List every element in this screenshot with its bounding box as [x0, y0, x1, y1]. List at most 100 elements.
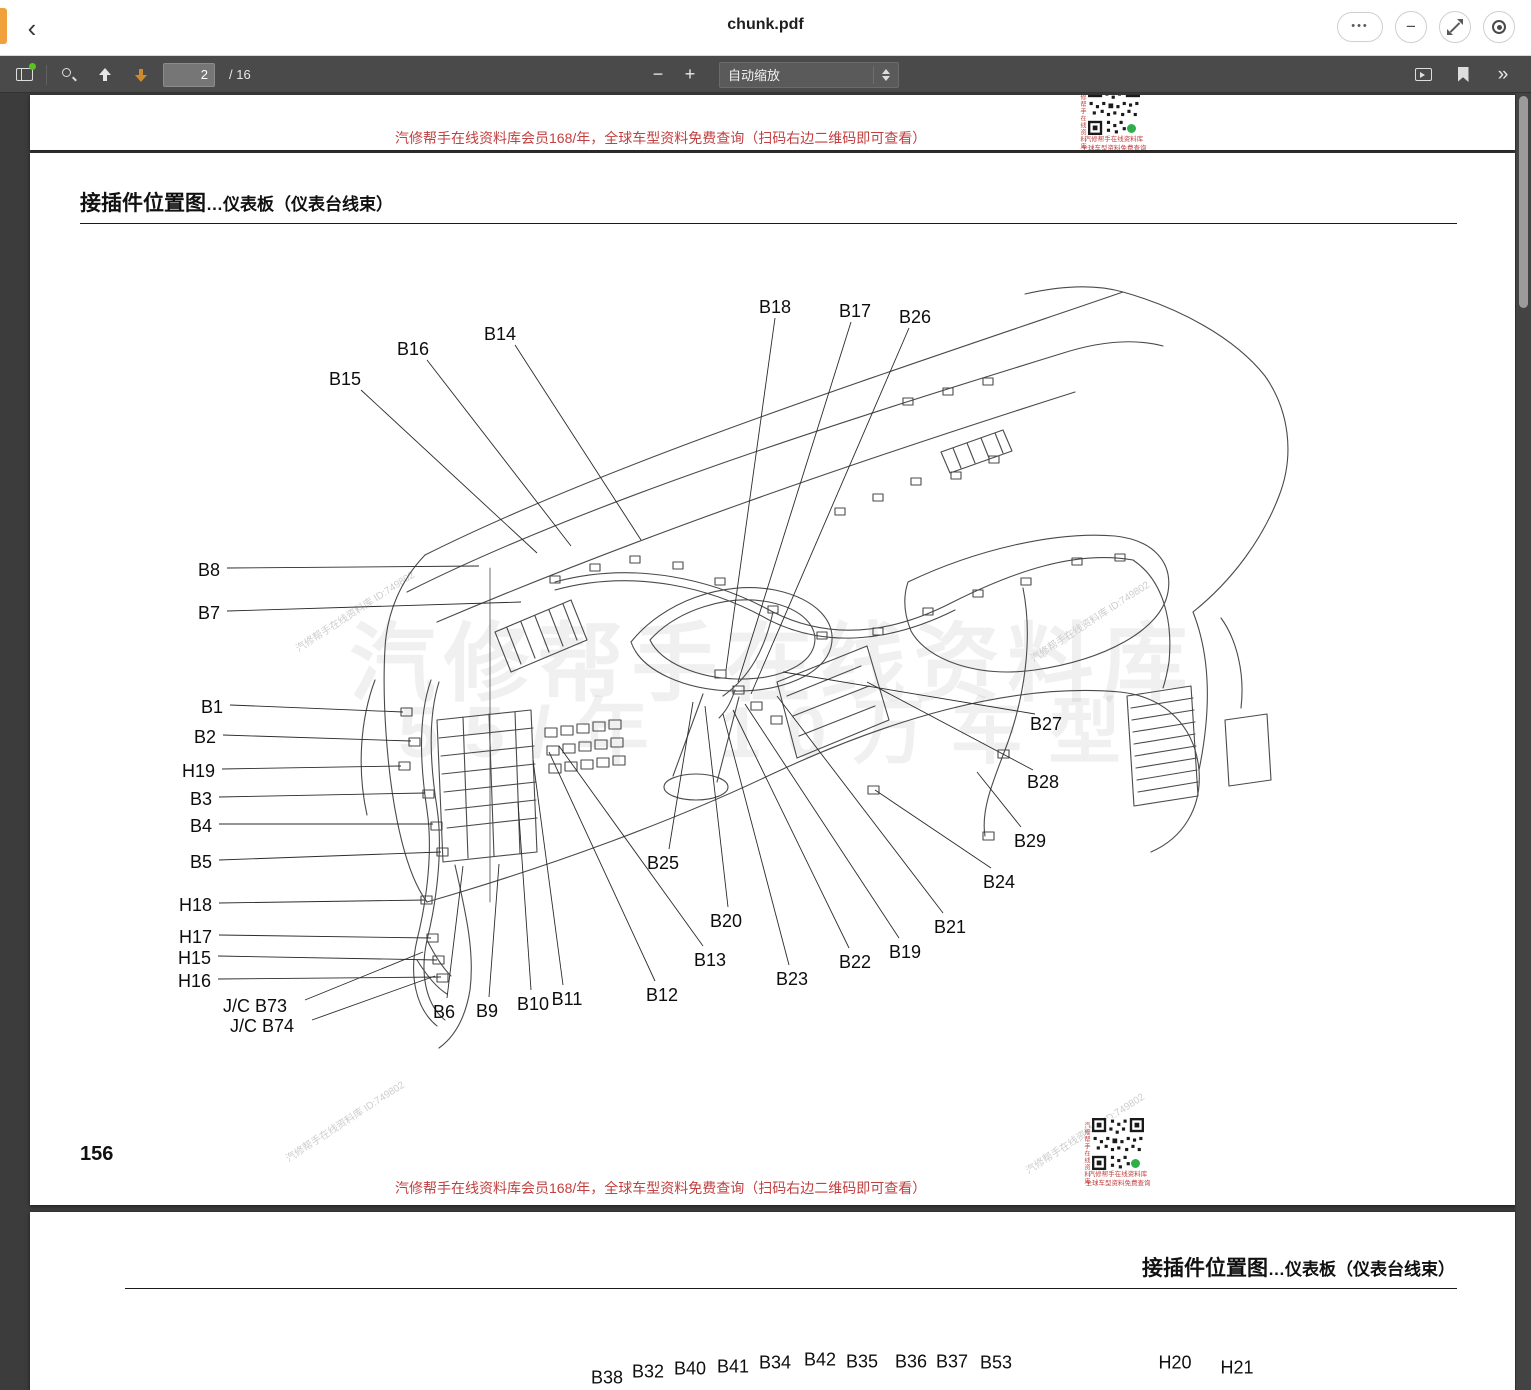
find-button[interactable] — [55, 61, 83, 89]
connector-label: B6 — [433, 1002, 455, 1022]
qr-side-text: 汽修帮手在线资料库 — [1083, 1122, 1089, 1185]
section-title-main: 接插件位置图 — [1142, 1257, 1268, 1280]
connector-label: J/C B74 — [230, 1016, 294, 1036]
watermark-small: 汽修帮手在线资料库 ID:749802 — [284, 1079, 407, 1165]
qr-side-text: 汽修帮手在线资料库 — [1079, 95, 1085, 150]
leader-line — [976, 771, 1022, 828]
leader-line — [517, 801, 532, 991]
connector-label: B35 — [845, 1351, 879, 1372]
leader-line — [866, 681, 1034, 771]
back-button[interactable]: ‹ — [16, 12, 48, 44]
connector-label: B26 — [899, 307, 931, 327]
connector-label: B23 — [776, 969, 808, 989]
connector-label: B53 — [979, 1352, 1013, 1373]
leader-line — [226, 601, 522, 612]
connector-label: B40 — [673, 1358, 707, 1379]
more-options-button[interactable]: ••• — [1337, 12, 1383, 42]
leader-line — [744, 703, 900, 939]
connector-label: B22 — [839, 952, 871, 972]
tab-accent-mark — [0, 8, 7, 44]
next-page-button[interactable] — [127, 61, 155, 89]
section-title-main: 接插件位置图 — [80, 192, 206, 215]
zoom-level-value: 自动缩放 — [728, 68, 781, 83]
connector-label: B4 — [190, 816, 212, 836]
leader-line — [776, 695, 944, 914]
zoom-in-button[interactable]: + — [677, 61, 703, 89]
leader-line — [360, 389, 538, 554]
connector-label: J/C B73 — [223, 996, 287, 1016]
presentation-icon — [1414, 68, 1432, 81]
sidebar-toggle-button[interactable] — [10, 61, 38, 89]
leader-line — [488, 863, 500, 998]
connector-label: B10 — [517, 994, 549, 1014]
connector-label: B17 — [839, 301, 871, 321]
connector-label: B24 — [983, 872, 1015, 892]
qr-caption: 汽修帮手在线资料库 — [1084, 136, 1144, 143]
qr-code-block: 汽修帮手在线资料库 — [1078, 95, 1150, 150]
leader-line — [732, 709, 850, 949]
page-number-input[interactable] — [163, 62, 215, 87]
connector-label: B36 — [894, 1351, 928, 1372]
connector-label: B37 — [935, 1351, 969, 1372]
section-title: 接插件位置图…仪表板（仪表台线束） — [80, 187, 393, 217]
vertical-scrollbar[interactable] — [1516, 93, 1531, 1390]
connector-label: H19 — [182, 761, 215, 781]
connector-label: B13 — [694, 950, 726, 970]
leader-line — [229, 704, 404, 713]
leader-line — [704, 705, 729, 908]
leader-line — [218, 792, 426, 798]
presentation-mode-button[interactable] — [1409, 61, 1437, 89]
sidebar-notification-dot — [29, 62, 36, 70]
leader-line — [737, 321, 852, 683]
dashboard-line-art — [360, 286, 1289, 1049]
zoom-out-button[interactable]: − — [645, 61, 671, 89]
expand-button[interactable] — [1439, 11, 1471, 43]
connector-label: B3 — [190, 789, 212, 809]
record-icon — [1492, 20, 1506, 34]
connector-label: B20 — [710, 911, 742, 931]
expand-icon — [1447, 19, 1463, 35]
qr-logo-badge — [1126, 123, 1137, 134]
qr-logo-badge — [1130, 1158, 1141, 1169]
connector-label: B9 — [476, 1001, 498, 1021]
leader-line — [426, 359, 572, 547]
connector-label: B2 — [194, 727, 216, 747]
arrow-down-icon — [134, 67, 148, 83]
connector-label: H15 — [178, 948, 211, 968]
connector-label: B42 — [803, 1349, 837, 1370]
title-underline — [80, 223, 1457, 224]
search-icon — [61, 67, 77, 83]
leader-line — [217, 976, 442, 980]
leader-line — [532, 759, 564, 986]
leader-line — [668, 701, 694, 850]
pdf-page-2: 接插件位置图…仪表板（仪表台线束） 汽修帮手在线资料库 55/年 10万车型 汽… — [30, 153, 1515, 1205]
select-spinner-icon — [873, 65, 890, 84]
bookmark-icon — [1457, 67, 1469, 82]
leader-line — [221, 765, 402, 770]
minimize-button[interactable]: − — [1395, 11, 1427, 43]
promo-text: 汽修帮手在线资料库会员168/年，全球车型资料免费查询（扫码右边二维码即可查看） — [395, 130, 927, 146]
leader-line — [446, 865, 464, 999]
zoom-level-select[interactable]: 自动缩放 — [719, 61, 899, 88]
connector-label: H17 — [179, 927, 212, 947]
previous-page-button[interactable] — [91, 61, 119, 89]
toolbar-zoom-group: − + 自动缩放 — [645, 56, 899, 93]
connector-label: B27 — [1030, 714, 1062, 734]
leader-line — [782, 671, 1036, 715]
connector-label: B19 — [889, 942, 921, 962]
browser-titlebar: ‹ chunk.pdf ••• − — [0, 0, 1531, 56]
scrollbar-thumb[interactable] — [1519, 96, 1528, 308]
record-button[interactable] — [1483, 11, 1515, 43]
more-tools-button[interactable]: » — [1489, 61, 1517, 89]
leader-line — [226, 565, 480, 569]
document-title: chunk.pdf — [727, 16, 804, 33]
sidebar-icon — [15, 68, 33, 81]
connector-label: H16 — [178, 971, 211, 991]
connector-label: B7 — [198, 603, 220, 623]
pdf-content-area[interactable]: 汽修帮手在线资料库会员168/年，全球车型资料免费查询（扫码右边二维码即可查看）… — [0, 93, 1531, 1390]
bookmark-button[interactable] — [1449, 61, 1477, 89]
leader-line — [514, 344, 642, 541]
leader-line — [222, 734, 412, 742]
qr-caption-2: 全球车型资料免费查询 — [1081, 145, 1147, 150]
